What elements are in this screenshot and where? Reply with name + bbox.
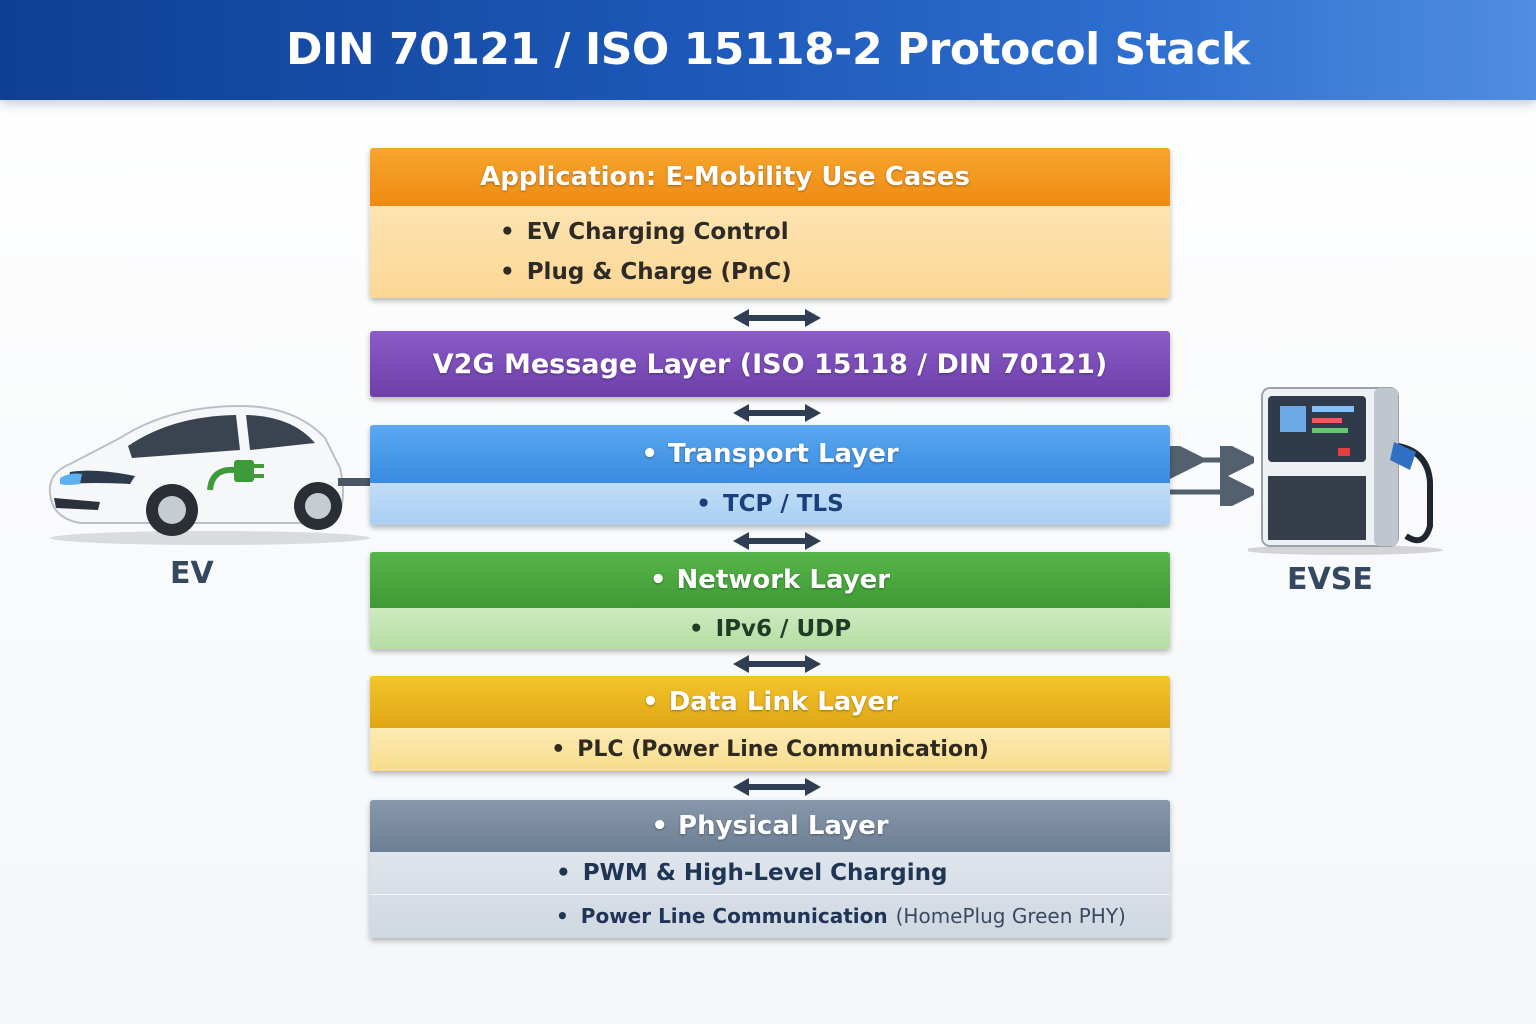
ev-label: EV [170, 556, 214, 591]
page-title: DIN 70121 / ISO 15118-2 Protocol Stack [286, 24, 1250, 75]
v2g-message-layer: V2G Message Layer (ISO 15118 / DIN 70121… [370, 331, 1170, 397]
double-arrow-icon [733, 404, 821, 422]
list-item-note: (HomePlug Green PHY) [895, 904, 1126, 928]
v2g-layer-title: V2G Message Layer (ISO 15118 / DIN 70121… [370, 331, 1170, 397]
list-item-text: Power Line Communication [580, 904, 888, 928]
transport-layer: Transport Layer TCP / TLS [370, 425, 1170, 525]
double-arrow-icon [733, 532, 821, 550]
transport-layer-title: Transport Layer [370, 425, 1170, 483]
double-arrow-icon [733, 655, 821, 673]
list-item: Power Line Communication (HomePlug Green … [370, 894, 1170, 937]
double-arrow-icon [733, 778, 821, 796]
list-item: Plug & Charge (PnC) [500, 252, 1170, 292]
transport-layer-sub: TCP / TLS [370, 483, 1170, 525]
data-link-layer-title: Data Link Layer [370, 676, 1170, 728]
evse-label: EVSE [1287, 562, 1373, 597]
double-arrow-icon [733, 309, 821, 327]
plug-icon [207, 460, 264, 491]
list-item: EV Charging Control [500, 206, 1170, 252]
header-bar: DIN 70121 / ISO 15118-2 Protocol Stack [0, 0, 1536, 100]
application-layer-body: EV Charging Control Plug & Charge (PnC) [370, 206, 1170, 298]
physical-layer: Physical Layer PWM & High-Level Charging… [370, 800, 1170, 938]
network-layer: Network Layer IPv6 / UDP [370, 552, 1170, 649]
network-layer-title: Network Layer [370, 552, 1170, 608]
network-layer-sub: IPv6 / UDP [370, 608, 1170, 649]
car-icon [48, 404, 370, 545]
physical-layer-title: Physical Layer [370, 800, 1170, 852]
application-layer: Application: E-Mobility Use Cases EV Cha… [370, 148, 1170, 298]
charging-station-icon [1248, 387, 1443, 555]
application-layer-title: Application: E-Mobility Use Cases [370, 148, 1170, 206]
data-link-layer: Data Link Layer PLC (Power Line Communic… [370, 676, 1170, 771]
evse-link-arrows [1170, 446, 1254, 506]
physical-layer-body: PWM & High-Level Charging Power Line Com… [370, 852, 1170, 938]
list-item: PWM & High-Level Charging [370, 852, 1170, 894]
data-link-layer-sub: PLC (Power Line Communication) [370, 728, 1170, 771]
